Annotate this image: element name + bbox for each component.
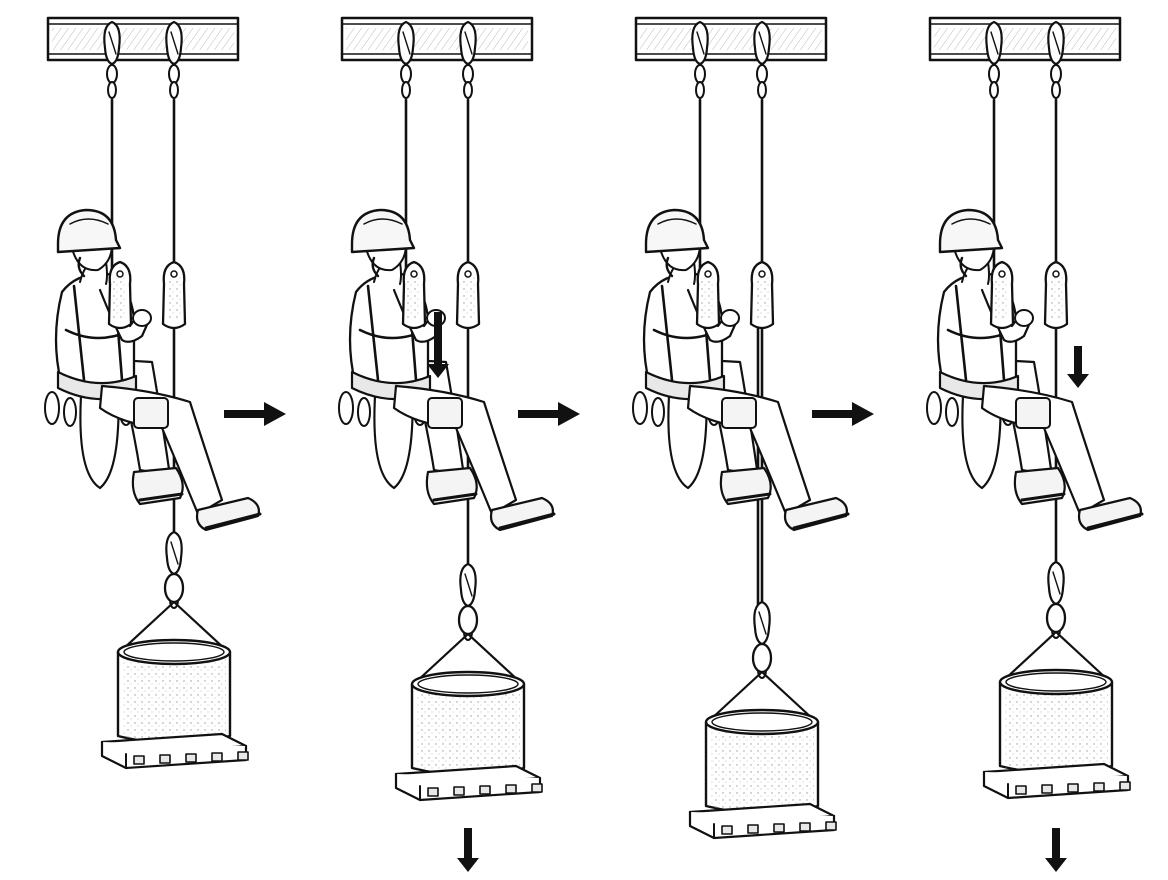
worker-icon	[44, 208, 262, 532]
carabiner-icon	[753, 20, 771, 99]
sling-left	[708, 670, 764, 722]
chin-strap	[665, 256, 674, 278]
backup-device-icon	[1043, 260, 1069, 330]
lanyard-loop	[667, 358, 708, 490]
step-arrow-2-icon	[518, 402, 580, 426]
knee-pocket	[133, 397, 169, 429]
swivel-ring-icon	[163, 572, 185, 604]
knee-pocket	[1015, 397, 1051, 429]
carabiner-icon	[459, 20, 477, 99]
carabiner-icon	[691, 20, 709, 99]
lanyard-loop	[373, 358, 414, 490]
load-assembly	[688, 600, 837, 840]
worker-hand	[132, 309, 152, 327]
sling-right	[466, 632, 522, 684]
lanyard-loop	[79, 358, 120, 490]
panel-step-1	[44, 16, 262, 770]
descender-device-icon	[107, 260, 133, 330]
step-arrow-1-icon	[224, 402, 286, 426]
load-assembly	[982, 560, 1131, 800]
pallet-icon	[982, 762, 1131, 800]
panel-step-2	[338, 16, 556, 802]
descender-device-icon	[695, 260, 721, 330]
worker-icon	[632, 208, 850, 532]
sling-right	[172, 600, 228, 652]
chin-strap	[371, 256, 380, 278]
anchor-beam-icon	[340, 16, 534, 62]
load-assembly	[394, 562, 543, 802]
load-assembly	[100, 530, 249, 770]
helmet-icon	[56, 208, 122, 254]
load-drum-icon	[998, 668, 1114, 775]
panel-step-3	[632, 16, 850, 840]
worker-icon	[338, 208, 556, 532]
helmet-icon	[644, 208, 710, 254]
sling-left	[1002, 630, 1058, 682]
gear-carabiner	[44, 391, 60, 425]
sling-left	[414, 632, 470, 684]
gear-carabiner	[632, 391, 648, 425]
lanyard-loop	[961, 358, 1002, 490]
sling-left	[120, 600, 176, 652]
device-release-arrow-icon	[427, 312, 449, 378]
carabiner-icon	[165, 20, 183, 99]
carabiner-icon	[985, 20, 1003, 99]
backup-device-icon	[161, 260, 187, 330]
worker-hand	[720, 309, 740, 327]
anchor-beam-icon	[928, 16, 1122, 62]
step-arrow-3-icon	[812, 402, 874, 426]
descent-arrow-icon	[1067, 346, 1089, 388]
gear-carabiner	[945, 397, 959, 427]
gear-carabiner	[63, 397, 77, 427]
load-down-arrow-icon	[1045, 828, 1067, 872]
swivel-ring-icon	[1045, 602, 1067, 634]
pallet-icon	[688, 802, 837, 840]
helmet-icon	[938, 208, 1004, 254]
worker-hand	[1014, 309, 1034, 327]
panel-step-4	[926, 16, 1144, 800]
carabiner-icon	[103, 20, 121, 99]
gear-carabiner	[357, 397, 371, 427]
chin-strap	[77, 256, 86, 278]
helmet-icon	[350, 208, 416, 254]
load-drum-icon	[704, 708, 820, 815]
worker-icon	[926, 208, 1144, 532]
backup-device-icon	[455, 260, 481, 330]
pallet-icon	[394, 764, 543, 802]
gear-carabiner	[338, 391, 354, 425]
load-drum-icon	[410, 670, 526, 777]
sling-right	[1054, 630, 1110, 682]
knee-pocket	[721, 397, 757, 429]
anchor-beam-icon	[634, 16, 828, 62]
descender-device-icon	[401, 260, 427, 330]
pallet-icon	[100, 732, 249, 770]
gear-carabiner	[651, 397, 665, 427]
chin-strap	[959, 256, 968, 278]
knee-pocket	[427, 397, 463, 429]
carabiner-icon	[397, 20, 415, 99]
backup-device-icon	[749, 260, 775, 330]
sling-right	[760, 670, 816, 722]
load-drum-icon	[116, 638, 232, 745]
gear-carabiner	[926, 391, 942, 425]
swivel-ring-icon	[751, 642, 773, 674]
descender-device-icon	[989, 260, 1015, 330]
load-down-arrow-icon	[457, 828, 479, 872]
anchor-beam-icon	[46, 16, 240, 62]
swivel-ring-icon	[457, 604, 479, 636]
carabiner-icon	[1047, 20, 1065, 99]
